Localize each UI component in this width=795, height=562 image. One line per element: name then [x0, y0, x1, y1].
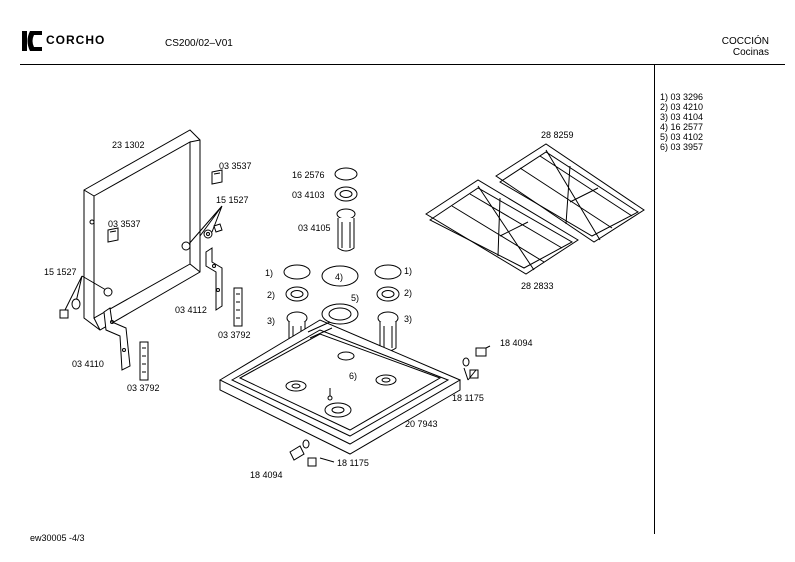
- category-title: COCCIÓN: [721, 36, 769, 47]
- callout-3-left: 3): [267, 316, 276, 326]
- clip-top: [211, 169, 223, 185]
- page-reference: ew30005 -4/3: [30, 533, 85, 543]
- label-strip-left: 03 3792: [127, 383, 160, 393]
- frame-panel: [83, 129, 201, 331]
- pan-grid-left: [425, 179, 579, 275]
- legend-item: 5) 03 4102: [660, 132, 704, 142]
- label-injector-top: 03 4105: [298, 223, 331, 233]
- legend-item: 6) 03 3957: [660, 142, 704, 152]
- label-clip-top: 03 3537: [219, 161, 252, 171]
- label-bracket-right: 03 4112: [175, 305, 207, 315]
- legend-divider: [654, 64, 655, 534]
- screws-right: [462, 345, 491, 381]
- strip-left: [139, 341, 149, 381]
- callout-1-right: 1): [404, 266, 413, 276]
- label-ring-top: 03 4103: [292, 190, 325, 200]
- label-bracket-left: 03 4110: [72, 359, 104, 369]
- clip-left: [107, 227, 119, 243]
- label-nut-bottom: 18 1175: [337, 458, 369, 468]
- cooktop-tray: [218, 319, 462, 455]
- label-frame: 23 1302: [112, 140, 145, 150]
- callout-4: 4): [335, 272, 344, 282]
- corcho-logo-icon: [22, 31, 42, 51]
- bracket-right: [205, 247, 223, 311]
- screws-top: [181, 205, 223, 251]
- brand-name: CORCHO: [46, 33, 106, 47]
- legend-item: 1) 03 3296: [660, 92, 704, 102]
- callout-3-right: 3): [404, 314, 413, 324]
- bracket-left: [103, 307, 131, 371]
- category: COCCIÓN Cocinas: [722, 36, 769, 58]
- label-tray: 20 7943: [405, 419, 438, 429]
- label-screws-left: 15 1527: [44, 267, 77, 277]
- callout-6: 6): [349, 371, 358, 381]
- burner-stack-right: [374, 264, 402, 352]
- legend-item: 2) 03 4210: [660, 102, 704, 112]
- pan-grid-right: [495, 143, 645, 243]
- label-grid-left: 28 2833: [521, 281, 554, 291]
- label-clip-left: 03 3537: [108, 219, 141, 229]
- label-screw-right: 18 4094: [500, 338, 533, 348]
- callout-5: 5): [351, 293, 360, 303]
- label-nut-right: 18 1175: [452, 393, 484, 403]
- legend-item: 4) 16 2577: [660, 122, 704, 132]
- label-screws-top: 15 1527: [216, 195, 249, 205]
- parts-legend: 1) 03 3296 2) 03 4210 3) 03 4104 4) 16 2…: [660, 92, 703, 152]
- strip-right: [233, 287, 243, 327]
- burner-stack-top: [334, 167, 358, 252]
- category-subtitle: Cocinas: [732, 47, 769, 58]
- model-code: CS200/02–V01: [165, 38, 233, 49]
- label-screw-bottom: 18 4094: [250, 470, 283, 480]
- label-cap-top: 16 2576: [292, 170, 325, 180]
- callout-2-right: 2): [404, 288, 413, 298]
- legend-item: 3) 03 4104: [660, 112, 704, 122]
- label-grid-right: 28 8259: [541, 130, 574, 140]
- screws-bottom: [289, 439, 335, 467]
- label-strip-right: 03 3792: [218, 330, 251, 340]
- header-divider: [20, 64, 785, 65]
- callout-1-left: 1): [265, 268, 274, 278]
- screws-left: [59, 275, 113, 319]
- callout-2-left: 2): [267, 290, 276, 300]
